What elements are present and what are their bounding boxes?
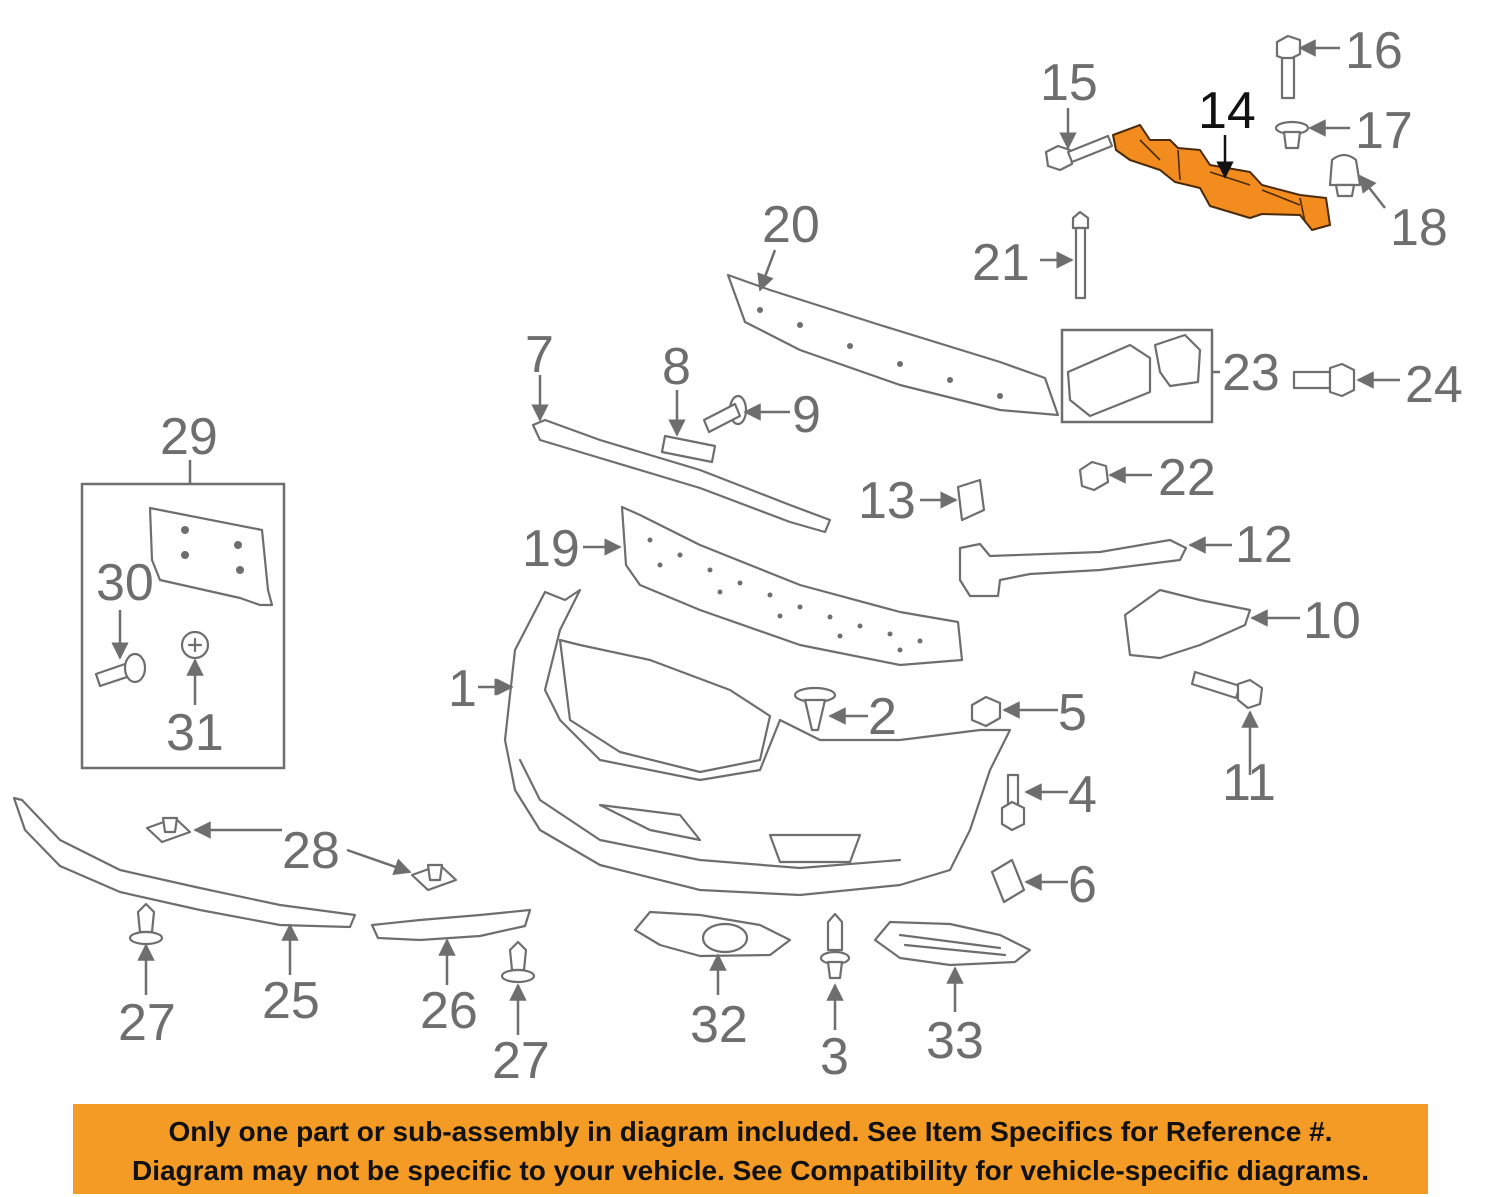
part-11-bolt [1190, 670, 1264, 710]
part-7-strip [531, 418, 832, 534]
callout-9: 9 [792, 386, 821, 444]
callout-7: 7 [525, 326, 554, 384]
callout-14: 14 [1198, 82, 1256, 140]
part-1-bumper-cover [503, 588, 1012, 897]
part-28-nut-b [410, 863, 458, 892]
part-2-pin [793, 686, 837, 732]
part-30-bolt [94, 652, 147, 688]
part-23-sensor [1066, 333, 1202, 418]
callout-4: 4 [1068, 766, 1097, 824]
part-13-clip [956, 478, 986, 522]
part-26-molding [370, 908, 532, 942]
callout-13: 13 [858, 472, 916, 530]
part-28-nut-a [145, 816, 192, 844]
part-8-label [660, 434, 717, 464]
callout-26: 26 [420, 982, 478, 1040]
part-4-bolt [1000, 773, 1026, 832]
part-12-bracket [958, 538, 1188, 598]
part-3-pin [819, 912, 851, 980]
callout-29: 29 [160, 408, 218, 466]
disclaimer-banner: Only one part or sub-assembly in diagram… [73, 1104, 1428, 1194]
part-10-bracket [1123, 588, 1252, 660]
callout-15: 15 [1040, 54, 1098, 112]
callout-16: 16 [1345, 22, 1403, 80]
part-15-bolt [1044, 134, 1114, 172]
part-21-bolt [1071, 210, 1090, 300]
callout-11: 11 [1222, 754, 1276, 812]
callout-17: 17 [1355, 102, 1413, 160]
part-9-pin [702, 394, 748, 434]
part-27-pin-b [500, 940, 536, 984]
callout-27a: 27 [118, 994, 176, 1052]
callout-3: 3 [820, 1028, 849, 1086]
callout-22: 22 [1158, 449, 1216, 507]
part-5-nut [970, 695, 1002, 728]
callout-19: 19 [522, 520, 580, 578]
part-24-bolt [1292, 362, 1356, 398]
callout-1: 1 [448, 660, 477, 718]
part-18-stop [1328, 153, 1362, 198]
callout-30: 30 [96, 554, 154, 612]
callout-27b: 27 [492, 1032, 550, 1090]
banner-line-1: Only one part or sub-assembly in diagram… [168, 1116, 1333, 1147]
part-31-screw [180, 630, 210, 660]
callout-21: 21 [972, 234, 1030, 292]
part-6-clip [990, 858, 1026, 904]
banner-line-2: Diagram may not be specific to your vehi… [131, 1155, 1370, 1186]
part-17-clip [1274, 120, 1310, 150]
leader-lines [111, 39, 1400, 1035]
callout-2: 2 [868, 688, 897, 746]
callout-31: 31 [166, 704, 224, 762]
callout-28: 28 [282, 822, 340, 880]
callout-25: 25 [262, 972, 320, 1030]
callout-12: 12 [1235, 516, 1293, 574]
part-29-plate-bracket [148, 506, 274, 607]
part-20-absorber [726, 273, 1060, 417]
part-19-reinforcement [620, 505, 964, 667]
callout-8: 8 [662, 338, 691, 396]
part-23-box [1060, 328, 1214, 424]
part-25-lower-trim [12, 796, 357, 929]
part-27-pin-a [128, 902, 164, 946]
part-16-bolt [1275, 34, 1302, 100]
callout-5: 5 [1058, 684, 1087, 742]
callout-32: 32 [690, 996, 748, 1054]
part-33-bezel [873, 920, 1032, 967]
part-29-box [80, 482, 286, 770]
callout-6: 6 [1068, 856, 1097, 914]
callout-23: 23 [1222, 344, 1280, 402]
callout-20: 20 [762, 196, 820, 254]
callout-24: 24 [1405, 356, 1463, 414]
callout-10: 10 [1303, 592, 1361, 650]
callout-33: 33 [926, 1012, 984, 1070]
part-22-nut [1078, 460, 1110, 492]
callout-18: 18 [1390, 199, 1448, 257]
part-32-bezel [633, 910, 792, 958]
callout-labels: 1 2 3 4 5 6 7 8 9 10 11 12 13 14 15 16 1… [96, 22, 1463, 1090]
